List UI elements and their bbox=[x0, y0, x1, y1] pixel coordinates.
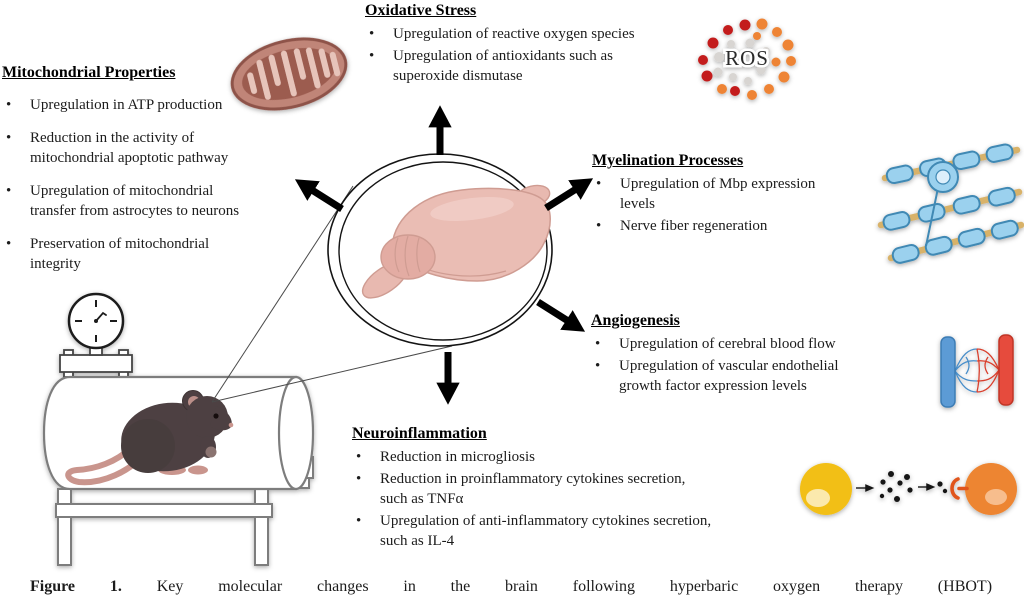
ros-cluster-icon: ROS bbox=[698, 18, 796, 100]
brain-icon bbox=[361, 184, 551, 299]
pressure-gauge-icon bbox=[59, 292, 133, 378]
magnification-callout-lines bbox=[211, 185, 453, 403]
figure-caption: Figure 1. Key molecular changes in the b… bbox=[30, 577, 992, 596]
figure-caption-label: Figure 1. bbox=[30, 578, 122, 595]
list-item: Upregulation of vascular endothelial gro… bbox=[591, 356, 891, 396]
blood-vessels-icon bbox=[940, 334, 1014, 408]
hyperbaric-chamber-icon bbox=[42, 292, 315, 566]
list-item: Upregulation of anti-inflammatory cytoki… bbox=[352, 511, 754, 551]
radiating-arrows bbox=[294, 105, 594, 405]
figure-caption-text: Key molecular changes in the brain follo… bbox=[156, 578, 993, 595]
list-item: Upregulation of mitochondrial transfer f… bbox=[2, 181, 270, 221]
receptor-icon bbox=[950, 477, 969, 500]
section-neuroinflammation: Neuroinflammation Reduction in microglio… bbox=[352, 425, 754, 553]
list-item: Preservation of mitochondrial integrity bbox=[2, 234, 270, 274]
list-item: Upregulation of cerebral blood flow bbox=[591, 334, 891, 354]
list-item: Reduction in microgliosis bbox=[352, 447, 754, 467]
section-title-angiogenesis: Angiogenesis bbox=[591, 312, 680, 329]
section-myelination: Myelination Processes Upregulation of Mb… bbox=[592, 152, 854, 238]
list-item: Upregulation of reactive oxygen species bbox=[365, 24, 687, 44]
section-oxidative-stress: Oxidative Stress Upregulation of reactiv… bbox=[365, 2, 687, 88]
section-angiogenesis: Angiogenesis Upregulation of cerebral bl… bbox=[591, 312, 891, 398]
ros-label: ROS bbox=[725, 46, 769, 70]
mouse-icon bbox=[65, 390, 234, 486]
section-mitochondrial: Mitochondrial Properties Upregulation in… bbox=[2, 64, 270, 287]
section-title-mitochondrial: Mitochondrial Properties bbox=[2, 64, 176, 81]
cytokine-signaling-icon bbox=[800, 463, 1017, 515]
section-title-myelination: Myelination Processes bbox=[592, 152, 744, 169]
section-title-oxidative-stress: Oxidative Stress bbox=[365, 2, 477, 19]
list-item: Reduction in the activity of mitochondri… bbox=[2, 128, 270, 168]
central-brain-circle bbox=[327, 153, 553, 347]
list-item: Reduction in proinflammatory cytokines s… bbox=[352, 469, 754, 509]
section-title-neuroinflammation: Neuroinflammation bbox=[352, 425, 487, 442]
mitochondrion-icon bbox=[230, 37, 348, 111]
list-item: Nerve fiber regeneration bbox=[592, 216, 854, 236]
list-item: Upregulation in ATP production bbox=[2, 95, 270, 115]
list-item: Upregulation of Mbp expression levels bbox=[592, 174, 854, 214]
cytokine-dots bbox=[879, 471, 913, 502]
list-item: Upregulation of antioxidants such as sup… bbox=[365, 46, 687, 86]
myelinated-neuron-icon bbox=[877, 143, 1024, 264]
